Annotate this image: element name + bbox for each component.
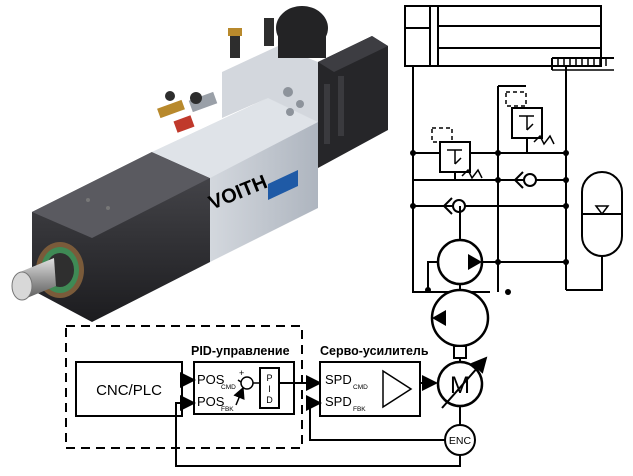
pid-block xyxy=(259,367,280,409)
pos-fbk-label: POS xyxy=(197,394,225,409)
servo-amp-title: Серво-усилитель xyxy=(320,344,429,358)
spd-fbk-subscript: FBK xyxy=(353,406,366,413)
spd-cmd-subscript: CMD xyxy=(353,384,368,391)
pid-p: P xyxy=(266,373,272,383)
amplifier-triangle-symbol xyxy=(382,369,413,409)
relief-valve-symbol xyxy=(431,127,483,180)
pos-cmd-label: POS xyxy=(197,372,225,387)
plus-sign: + xyxy=(239,368,244,378)
cnc-plc-label: CNC/PLC xyxy=(96,382,162,399)
motor-symbol: M xyxy=(436,356,488,409)
pid-title: PID-управление xyxy=(191,344,290,358)
check-valve-symbol xyxy=(442,171,537,215)
encoder-symbol: ENC xyxy=(444,424,476,456)
voith-pump-unit-illustration: VOITH xyxy=(11,6,388,322)
control-loop: CNC/PLC PID-управление POS CMD POS FBK +… xyxy=(65,325,488,467)
pid-i: I xyxy=(268,384,271,394)
scale-ruler-symbol xyxy=(551,57,614,71)
pid-d: D xyxy=(266,395,273,405)
fbk-subscript: FBK xyxy=(221,406,234,413)
cnc-plc-block xyxy=(75,361,183,417)
summing-junction xyxy=(240,376,254,390)
spd-fbk-label: SPD xyxy=(325,394,352,409)
cmd-subscript: CMD xyxy=(221,384,236,391)
accumulator-symbol xyxy=(566,171,623,291)
spd-cmd-label: SPD xyxy=(325,372,352,387)
encoder-label: ENC xyxy=(449,435,472,447)
hydraulic-schematic xyxy=(404,5,623,362)
